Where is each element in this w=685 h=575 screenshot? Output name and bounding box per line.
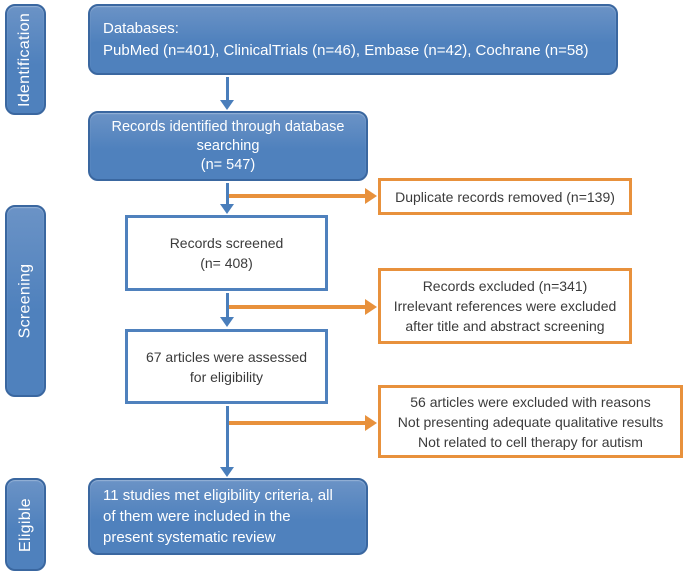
arrow-assessed-to-included xyxy=(220,406,234,477)
arrow-line xyxy=(225,293,229,318)
arrow-screened-to-assessed xyxy=(220,293,234,327)
records-excluded-line: after title and abstract screening xyxy=(405,318,605,334)
down-arrowhead-icon xyxy=(220,467,234,477)
stage-screening-label: Screening xyxy=(16,263,34,339)
records-identified-line: searching xyxy=(196,137,260,154)
duplicates-removed-box: Duplicate records removed (n=139) xyxy=(378,178,632,215)
studies-included-box: 11 studies met eligibility criteria, all… xyxy=(88,478,368,555)
studies-included-line: 11 studies met eligibility criteria, all xyxy=(103,487,333,504)
articles-excluded-box: 56 articles were excluded with reasons N… xyxy=(378,385,683,458)
stage-eligible: Eligible xyxy=(5,478,46,571)
arrow-to-articles-excluded xyxy=(229,415,377,431)
arrow-line xyxy=(225,406,229,468)
records-screened-line: (n= 408) xyxy=(200,255,253,271)
right-arrowhead-icon xyxy=(365,299,377,315)
databases-line: Databases: xyxy=(103,19,179,37)
studies-included-line: of them were included in the xyxy=(103,508,291,525)
articles-excluded-line: Not presenting adequate qualitative resu… xyxy=(397,413,664,430)
records-screened-line: Records screened xyxy=(169,235,284,251)
studies-included-line: present systematic review xyxy=(103,529,276,546)
records-excluded-line: Irrelevant references were excluded xyxy=(393,298,617,314)
arrow-to-duplicates-removed xyxy=(229,188,377,204)
arrow-line xyxy=(225,77,229,101)
articles-assessed-line: for eligibility xyxy=(189,368,264,385)
records-screened-box: Records screened (n= 408) xyxy=(125,215,328,291)
down-arrowhead-icon xyxy=(220,204,234,214)
records-identified-line: (n= 547) xyxy=(200,156,256,173)
right-arrowhead-icon xyxy=(365,415,377,431)
records-excluded-line: Records excluded (n=341) xyxy=(422,278,588,294)
articles-excluded-line: 56 articles were excluded with reasons xyxy=(410,393,651,410)
arrow-line xyxy=(225,183,229,205)
stage-identification-label: Identification xyxy=(16,12,34,107)
records-identified-box: Records identified through database sear… xyxy=(88,111,368,181)
records-identified-line: Records identified through database xyxy=(111,118,345,135)
duplicates-removed-line: Duplicate records removed (n=139) xyxy=(395,188,615,205)
arrow-databases-to-identified xyxy=(220,77,234,110)
arrow-line xyxy=(229,194,367,198)
stage-identification: Identification xyxy=(5,4,46,115)
databases-line: PubMed (n=401), ClinicalTrials (n=46), E… xyxy=(103,41,589,59)
arrow-to-records-excluded xyxy=(229,299,377,315)
databases-box: Databases: PubMed (n=401), ClinicalTrial… xyxy=(88,4,618,75)
stage-screening: Screening xyxy=(5,205,46,397)
right-arrowhead-icon xyxy=(365,188,377,204)
articles-assessed-box: 67 articles were assessed for eligibilit… xyxy=(125,329,328,404)
articles-assessed-line: 67 articles were assessed xyxy=(145,348,308,365)
arrow-line xyxy=(229,305,367,309)
arrow-line xyxy=(229,421,367,425)
records-excluded-box: Records excluded (n=341) Irrelevant refe… xyxy=(378,268,632,344)
arrow-identified-to-screened xyxy=(220,183,234,214)
articles-excluded-line: Not related to cell therapy for autism xyxy=(418,433,643,450)
stage-eligible-label: Eligible xyxy=(16,497,34,552)
down-arrowhead-icon xyxy=(220,100,234,110)
down-arrowhead-icon xyxy=(220,317,234,327)
